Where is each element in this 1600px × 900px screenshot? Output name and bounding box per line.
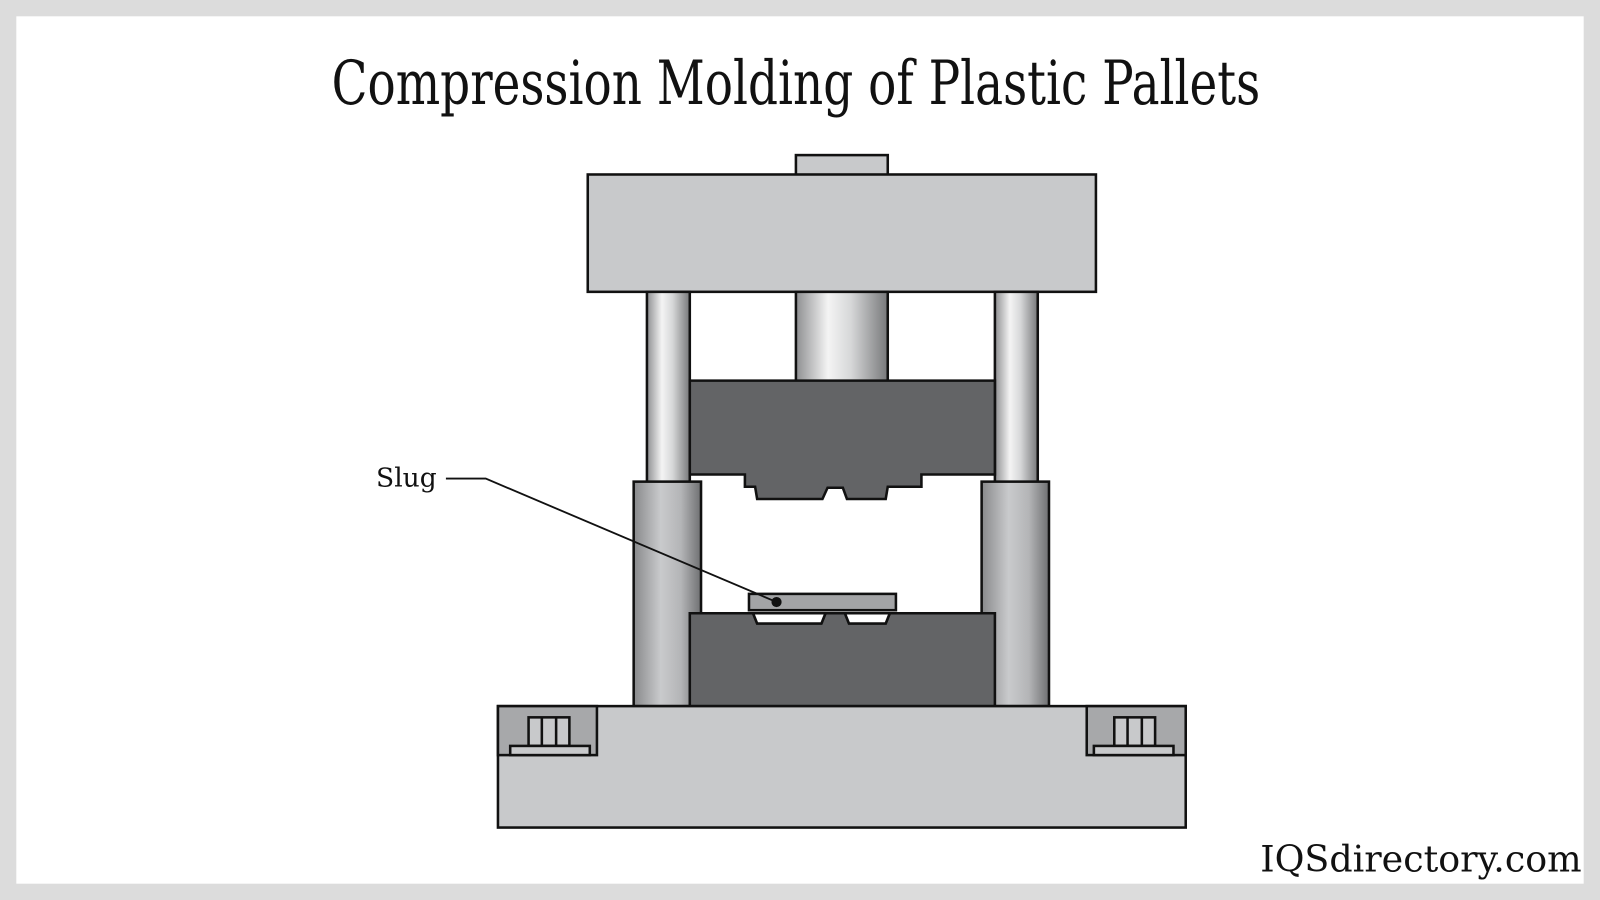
upper-mold xyxy=(688,379,997,501)
slug-pointer-dot xyxy=(771,596,782,608)
bolt-icon xyxy=(527,716,571,748)
diagram-title: Compression Molding of Plastic Pallets xyxy=(332,48,1261,119)
slug-leader-line xyxy=(445,477,777,603)
ram xyxy=(794,290,890,383)
bolt-icon xyxy=(1113,716,1157,748)
lower-mold-cavity xyxy=(751,611,828,625)
left-bolt-pocket xyxy=(496,704,599,757)
base-plate xyxy=(496,704,1187,829)
right-bolt-pocket xyxy=(1085,704,1187,757)
top-plate xyxy=(586,173,1098,294)
lower-mold xyxy=(688,611,997,708)
left-tie-rod xyxy=(645,290,692,484)
slug xyxy=(747,592,898,612)
slug-label: Slug xyxy=(376,463,437,494)
right-column xyxy=(980,480,1051,708)
lower-mold-cavity xyxy=(843,611,892,625)
top-cap xyxy=(794,153,890,177)
brand-logo: IQSdirectory.com xyxy=(1260,837,1581,880)
right-tie-rod xyxy=(993,290,1040,484)
